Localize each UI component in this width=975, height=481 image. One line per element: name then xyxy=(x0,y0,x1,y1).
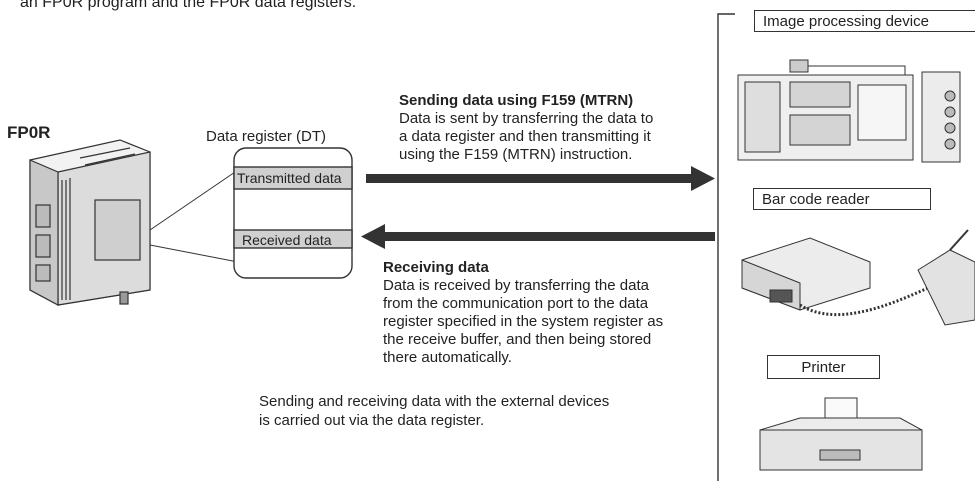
footer-line-2: is carried out via the data register. xyxy=(259,412,485,429)
intro-text: an FP0R program and the FP0R data regist… xyxy=(20,0,357,11)
printer-icon xyxy=(759,397,923,471)
barcode-reader-label-box: Bar code reader xyxy=(753,188,931,210)
plc-label: FP0R xyxy=(7,123,51,142)
receive-arrow xyxy=(361,224,715,249)
sending-line-3: using the F159 (MTRN) instruction. xyxy=(399,146,633,163)
connector-line-bottom xyxy=(149,244,239,263)
data-register-shape xyxy=(233,147,353,279)
plc-icon xyxy=(29,139,151,307)
receiving-line-5: there automatically. xyxy=(383,349,512,366)
send-arrow xyxy=(366,166,715,191)
printer-label: Printer xyxy=(801,359,846,376)
receiving-line-4: the receive buffer, and then being store… xyxy=(383,331,652,348)
received-data-label: Received data xyxy=(242,232,332,248)
footer-line-1: Sending and receiving data with the exte… xyxy=(259,393,610,410)
receiving-line-2: from the communication port to the data xyxy=(383,295,649,312)
image-processing-label-box: Image processing device xyxy=(754,10,975,32)
printer-label-box: Printer xyxy=(767,355,880,379)
image-processing-label: Image processing device xyxy=(763,13,929,30)
sending-line-2: a data register and then transmitting it xyxy=(399,128,651,145)
sending-heading: Sending data using F159 (MTRN) xyxy=(399,92,634,109)
receiving-line-3: register specified in the system registe… xyxy=(383,313,664,330)
connector-line-top xyxy=(149,169,239,231)
receiving-line-1: Data is received by transferring the dat… xyxy=(383,277,649,294)
device-bracket xyxy=(717,13,735,481)
barcode-reader-icon xyxy=(741,229,975,326)
transmitted-data-label: Transmitted data xyxy=(237,170,342,186)
barcode-reader-label: Bar code reader xyxy=(762,191,870,208)
image-processing-device-icon xyxy=(737,59,961,163)
register-title: Data register (DT) xyxy=(206,128,327,145)
receiving-heading: Receiving data xyxy=(383,259,489,276)
sending-line-1: Data is sent by transferring the data to xyxy=(399,110,654,127)
